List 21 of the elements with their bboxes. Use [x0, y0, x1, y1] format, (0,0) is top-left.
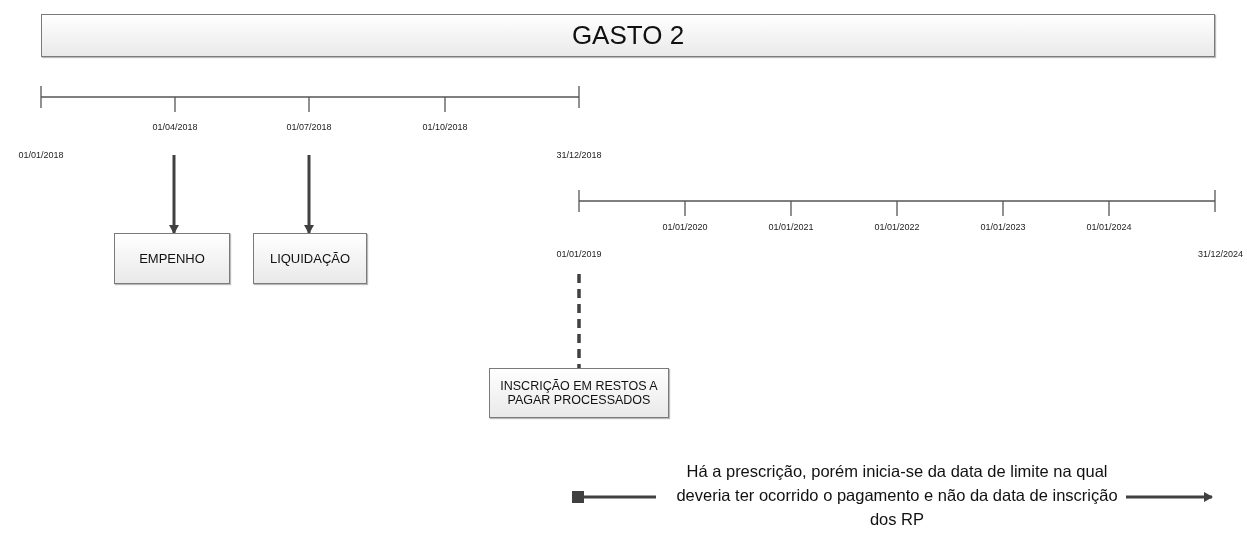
arrow [304, 155, 314, 234]
process-box: LIQUIDAÇÃO [253, 233, 367, 284]
title-box: GASTO 2 [41, 14, 1215, 57]
date-label: 31/12/2018 [556, 150, 602, 160]
date-label: 01/01/2019 [556, 249, 602, 259]
date-label: 01/01/2022 [874, 222, 920, 232]
date-label: 01/10/2018 [422, 122, 468, 132]
note-text: Há a prescrição, porém inicia-se da data de limite na qual deveria ter ocorrido o pagamento e não da data de inscrição dos RP [675, 461, 1119, 530]
process-box: EMPENHO [114, 233, 230, 284]
dashed-connector [577, 274, 581, 368]
date-label: 01/04/2018 [152, 122, 198, 132]
date-label: 01/01/2024 [1086, 222, 1132, 232]
date-label: 01/01/2020 [662, 222, 708, 232]
arrow [1126, 492, 1213, 502]
date-label: 01/01/2018 [18, 150, 64, 160]
date-label: 01/01/2021 [768, 222, 814, 232]
date-label: 01/07/2018 [286, 122, 332, 132]
date-label: 01/01/2023 [980, 222, 1026, 232]
arrow [169, 155, 179, 234]
process-box: INSCRIÇÃO EM RESTOS A PAGAR PROCESSADOS [489, 368, 669, 418]
date-label: 31/12/2024 [1197, 249, 1243, 259]
